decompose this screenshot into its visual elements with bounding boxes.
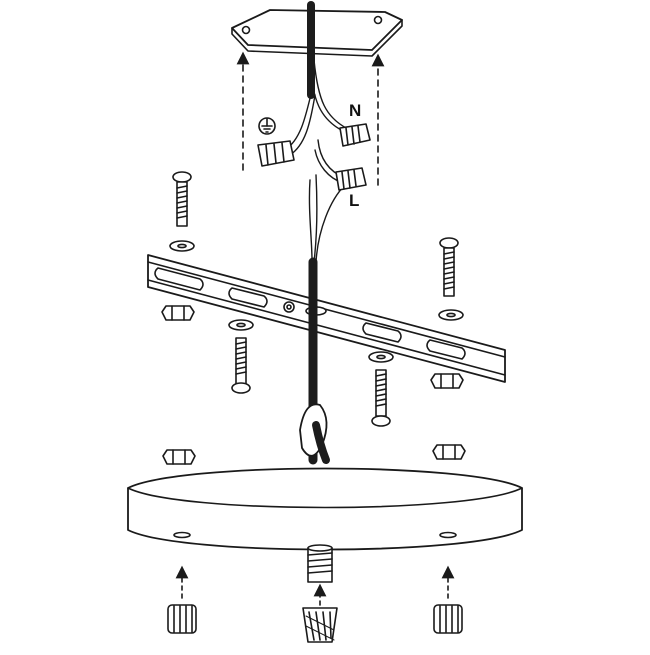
screw-right-top <box>439 237 459 297</box>
washer-right-top <box>438 309 464 321</box>
wire-nut-neutral <box>339 123 371 147</box>
washer-left-top <box>169 240 195 252</box>
wire-nut-live <box>335 167 367 191</box>
hex-nut-left-top <box>161 305 195 321</box>
neutral-wire-label: N <box>349 101 362 120</box>
threaded-cable-fitting <box>307 544 333 583</box>
ground-symbol-icon <box>258 117 276 135</box>
hex-nut-left-bottom <box>162 449 196 465</box>
wire-bundle <box>284 59 351 263</box>
screw-left-top <box>172 171 192 227</box>
strain-relief-nut <box>302 607 338 643</box>
finial-cap-left <box>167 604 197 634</box>
wire-nut-ground <box>257 140 295 167</box>
washer-left-mid <box>228 319 254 331</box>
finial-cap-right <box>433 604 463 634</box>
screw-right-mid <box>371 369 391 427</box>
screw-left-mid <box>231 337 251 394</box>
canopy <box>127 467 523 551</box>
live-wire-label: L <box>349 191 360 210</box>
hex-nut-right-bottom <box>432 444 466 460</box>
dashed-up-arrow-icon <box>175 565 455 606</box>
dashed-up-arrow-icon <box>236 51 385 186</box>
junction-box <box>231 9 403 57</box>
hex-nut-right-mid <box>430 373 464 389</box>
washer-right-mid <box>368 351 394 363</box>
